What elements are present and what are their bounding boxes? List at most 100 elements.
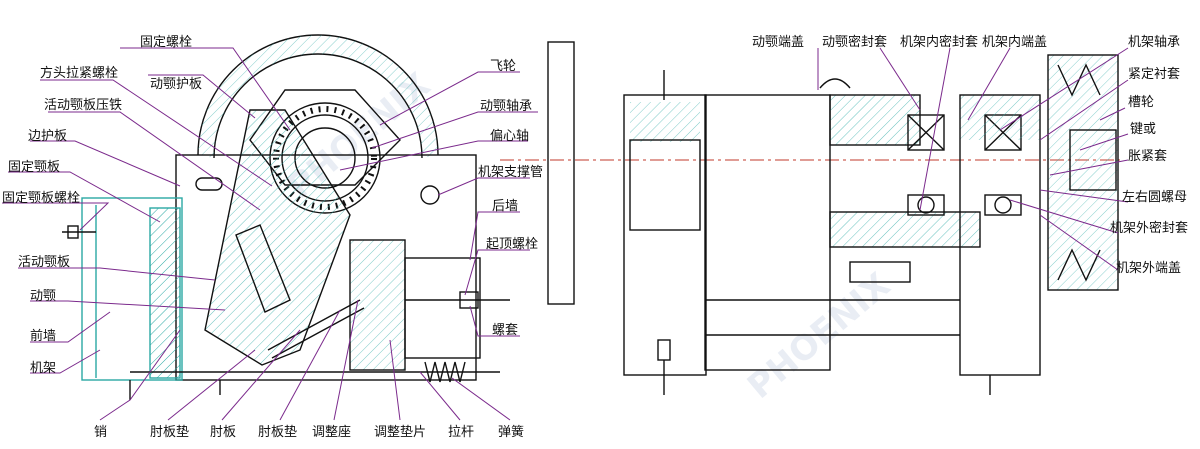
label-jack-bolt: 起顶螺栓 bbox=[486, 237, 538, 252]
leader-moving-jaw-plate bbox=[18, 267, 216, 281]
leader-frame-support bbox=[437, 177, 530, 196]
leader-jack-bolt bbox=[464, 249, 530, 296]
frame-right-hatch bbox=[960, 95, 1040, 140]
leader-adjust-shim bbox=[389, 339, 401, 421]
leader-key bbox=[1079, 133, 1129, 151]
label-rear-wall: 后墙 bbox=[492, 199, 518, 214]
leader-fixed-bolt bbox=[120, 47, 291, 131]
label-side-guard: 边护板 bbox=[28, 129, 67, 144]
pulley-grooves bbox=[1057, 63, 1101, 97]
outer-bearing-bottom bbox=[984, 194, 1022, 216]
label-adjust-shim: 调整垫片 bbox=[374, 424, 426, 440]
leader-toggle-plate bbox=[221, 329, 301, 421]
label-toggle-pad-1: 肘板垫 bbox=[150, 424, 189, 440]
fixed-jaw-plate-hatch bbox=[150, 208, 180, 378]
toggle-plate-edge bbox=[271, 307, 365, 359]
leader-toggle-pad-2 bbox=[279, 309, 341, 421]
label-frame: 机架 bbox=[30, 361, 56, 376]
pulley-grooves-bottom bbox=[1057, 248, 1101, 282]
pulley-hub bbox=[1069, 129, 1117, 191]
label-frame-outer-seal: 机架外密封套 bbox=[1110, 220, 1188, 236]
frame-right-block bbox=[959, 94, 1041, 376]
flywheel-hatch bbox=[198, 35, 438, 158]
leader-frame-inner-seal bbox=[919, 47, 951, 211]
moving-jaw-bottom bbox=[829, 211, 981, 248]
leader-eccentric-shaft bbox=[339, 140, 528, 171]
spring bbox=[424, 361, 466, 383]
label-frame-inner-end-cover: 机架内端盖 bbox=[982, 34, 1047, 50]
leader-square-tie-bolt bbox=[40, 79, 273, 187]
right-labels: 动颚端盖 动颚密封套 机架内密封套 机架内端盖 机架轴承 紧定衬套 槽轮 键或 … bbox=[752, 34, 1188, 276]
bottom-bolt bbox=[657, 339, 671, 361]
leader-fixed-jaw-plate bbox=[8, 171, 161, 223]
label-nut-sleeve: 螺套 bbox=[492, 322, 518, 338]
leader-side-guard bbox=[30, 140, 181, 187]
moving-jaw-top-hatch bbox=[830, 95, 920, 145]
leader-moving-jaw-bearing bbox=[371, 111, 538, 149]
moving-jaw-bottom-hatch bbox=[830, 212, 980, 247]
label-adjust-seat: 调整座 bbox=[312, 425, 351, 440]
flywheel-inner bbox=[213, 53, 423, 159]
pulley bbox=[1047, 54, 1119, 291]
end-cap-curve bbox=[819, 78, 851, 89]
label-moving-jaw-guard: 动颚护板 bbox=[150, 77, 202, 92]
leader-tie-rod bbox=[419, 371, 461, 421]
rear-wall bbox=[404, 257, 481, 359]
label-tie-rod: 拉杆 bbox=[448, 425, 474, 440]
label-frame-bearing: 机架轴承 bbox=[1128, 35, 1180, 50]
label-pulley: 槽轮 bbox=[1128, 95, 1154, 110]
fixed-jaw-bolt-head bbox=[67, 225, 79, 239]
moving-jaw-top bbox=[829, 94, 921, 146]
label-frame-support: 机架支撑管 bbox=[478, 165, 543, 180]
label-moving-jaw-end-cover: 动颚端盖 bbox=[752, 35, 804, 50]
leader-adjust-seat bbox=[333, 299, 359, 421]
leader-moving-jaw-guard bbox=[148, 74, 256, 119]
leader-frame-outer-end-cover bbox=[1039, 214, 1119, 271]
pulley-hatch bbox=[1048, 55, 1118, 290]
right-view bbox=[623, 54, 1119, 395]
end-cover-hatch bbox=[630, 102, 700, 142]
leader-spring bbox=[451, 377, 511, 421]
leader-frame bbox=[30, 349, 101, 374]
label-moving-jaw: 动颚 bbox=[30, 289, 56, 304]
leader-toggle-pad-1 bbox=[167, 349, 256, 421]
label-front-wall: 前墙 bbox=[30, 328, 56, 344]
nut-sleeve bbox=[459, 291, 479, 309]
label-expansion-sleeve: 胀紧套 bbox=[1128, 148, 1167, 164]
leader-fixed-jaw-bolt bbox=[2, 202, 110, 231]
label-moving-jaw-bearing: 动颚轴承 bbox=[480, 99, 532, 114]
moving-jaw-hatch bbox=[205, 110, 350, 365]
label-eccentric-shaft: 偏心轴 bbox=[490, 129, 529, 144]
label-fixed-jaw-plate: 固定颚板 bbox=[8, 160, 60, 175]
leader-moving-jaw-seal bbox=[879, 47, 921, 111]
moving-jaw bbox=[204, 109, 351, 366]
moving-jaw-window bbox=[235, 224, 291, 313]
end-cover-block bbox=[629, 139, 701, 231]
leader-flywheel bbox=[379, 71, 520, 126]
label-moving-jaw-plate-press: 活动颚板压铁 bbox=[44, 98, 122, 113]
frame-bearing-bottom bbox=[907, 194, 945, 216]
bearing-roller bbox=[917, 196, 935, 214]
right-frame-housing bbox=[623, 94, 707, 376]
bearing-x2 bbox=[907, 114, 945, 151]
label-pin: 销 bbox=[94, 425, 107, 440]
label-toggle-pad-2: 肘板垫 bbox=[258, 424, 297, 440]
toggle-plate bbox=[267, 299, 361, 351]
leader-moving-jaw-plate-press bbox=[48, 111, 261, 211]
frame-support-tube bbox=[420, 185, 440, 205]
leader-tight-sleeve bbox=[1039, 79, 1129, 141]
leader-frame-inner-end-cover bbox=[967, 47, 1011, 121]
leader-rear-wall bbox=[469, 211, 520, 261]
outer-bearing-roller bbox=[994, 196, 1012, 214]
leader-lines bbox=[2, 47, 1129, 421]
label-square-tie-bolt: 方头拉紧螺栓 bbox=[40, 65, 118, 81]
label-frame-outer-end-cover: 机架外端盖 bbox=[1116, 261, 1181, 276]
label-moving-jaw-seal: 动颚密封套 bbox=[822, 34, 887, 50]
frame-bearing-top bbox=[907, 114, 945, 151]
label-flywheel: 飞轮 bbox=[490, 59, 516, 74]
frame-slot bbox=[195, 177, 223, 191]
middle-view bbox=[500, 41, 1120, 305]
adjust-seat-hatch bbox=[350, 240, 405, 370]
